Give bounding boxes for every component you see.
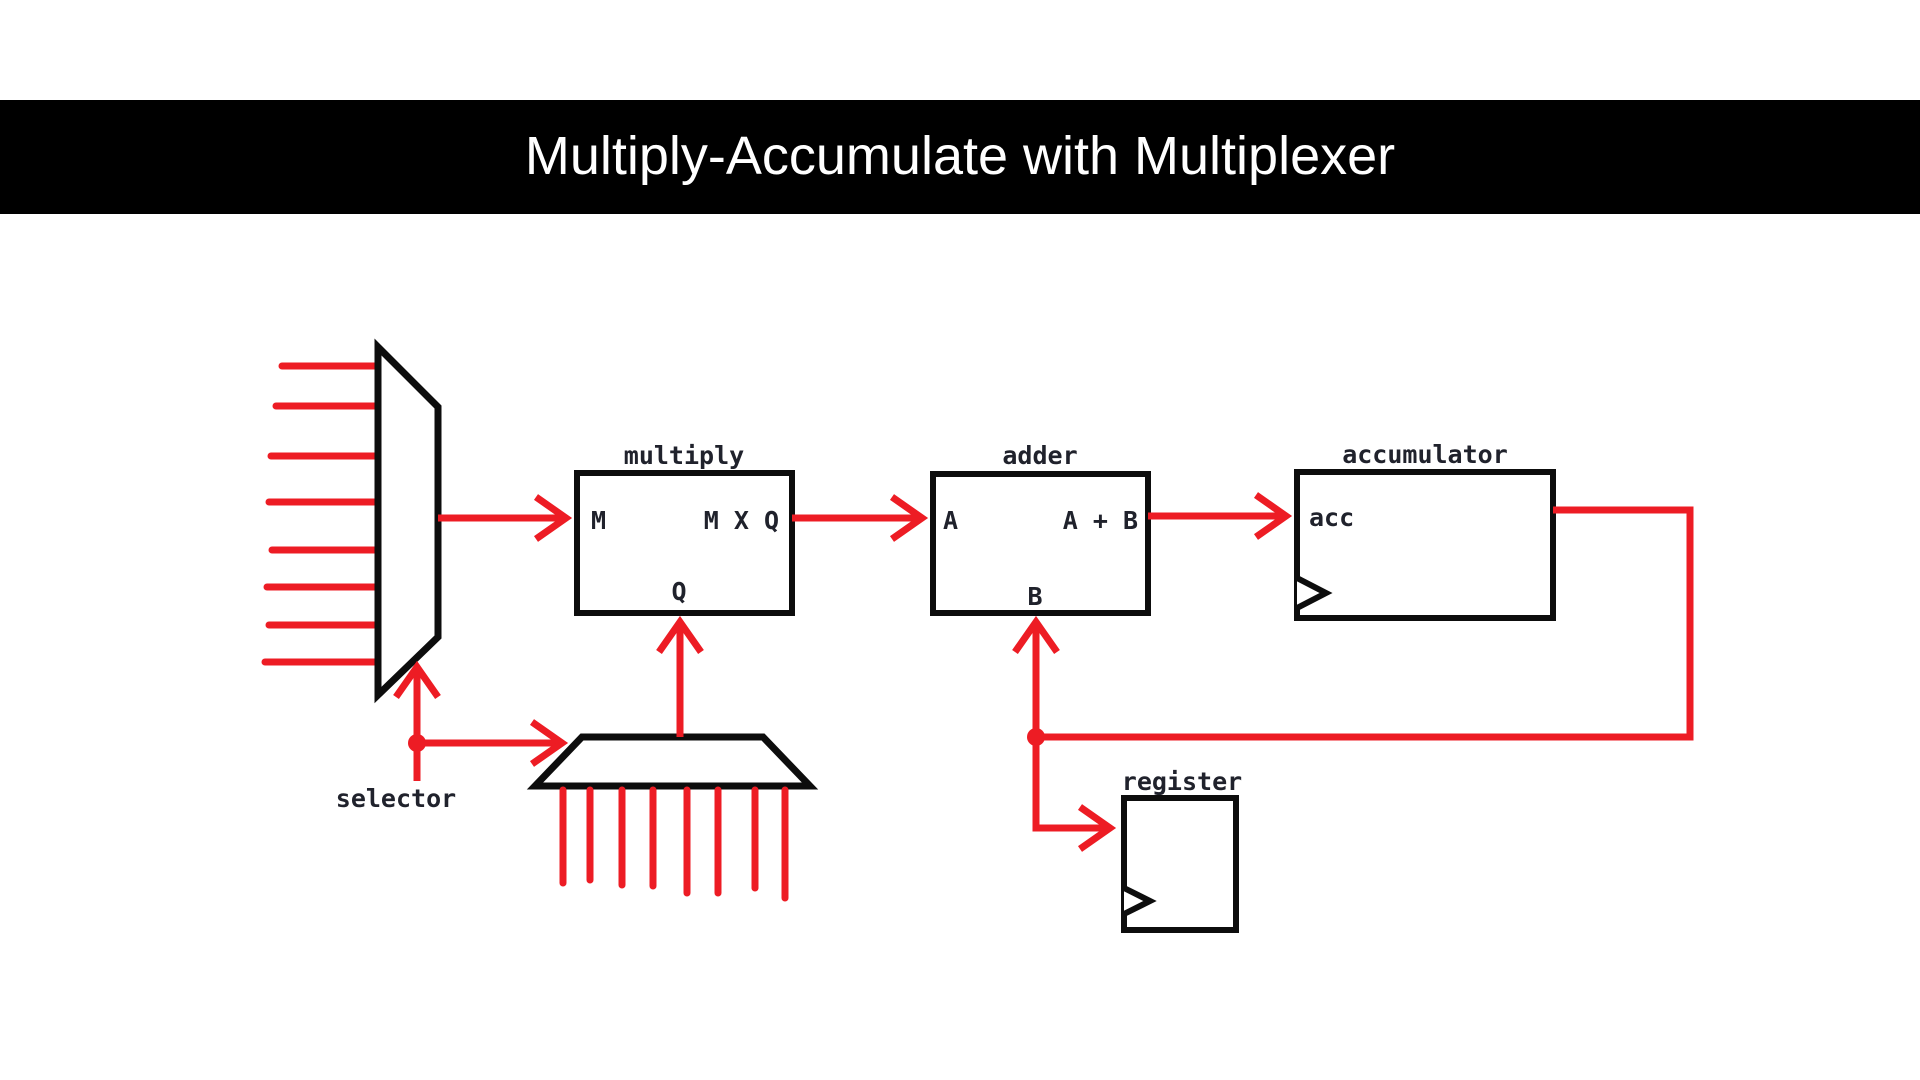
port-m-label: M: [591, 506, 606, 535]
multiply-block: multiply M M X Q Q: [574, 441, 795, 616]
port-b-label: B: [1027, 582, 1042, 611]
adder-box: [930, 471, 1151, 616]
adder-label: adder: [1002, 441, 1077, 470]
feedback-wire: [1036, 506, 1694, 741]
selector-net: selector: [336, 660, 569, 813]
port-aplusb-label: A + B: [1063, 506, 1138, 535]
accumulator-label: accumulator: [1342, 440, 1508, 469]
register-wire: [1032, 737, 1117, 852]
selector-label: selector: [336, 784, 456, 813]
port-acc-label: acc: [1309, 503, 1354, 532]
register-box: [1121, 795, 1239, 933]
accumulator-clock-icon: [1295, 575, 1333, 611]
multiply-label: multiply: [624, 441, 744, 470]
register-label: register: [1122, 767, 1242, 796]
adder-block: adder A A + B B: [930, 441, 1151, 616]
multiplexer: [261, 338, 442, 704]
mux-shape: [374, 338, 442, 704]
slide-title: Multiply-Accumulate with Multiplexer: [525, 126, 1395, 186]
accumulator-box: [1294, 469, 1556, 621]
port-mxq-label: M X Q: [704, 506, 779, 535]
register-clock-icon: [1122, 885, 1157, 917]
register-block: register: [1121, 767, 1242, 933]
splitter-shape: [526, 733, 819, 790]
accumulator-block: accumulator acc: [1294, 440, 1556, 621]
splitter: [526, 733, 819, 902]
feedback-junction-dot: [1027, 728, 1045, 746]
selector-junction-dot: [408, 734, 426, 752]
multiply-box: [574, 470, 795, 616]
port-a-label: A: [943, 506, 958, 535]
title-bar: [0, 100, 1920, 214]
port-q-label: Q: [671, 577, 686, 606]
